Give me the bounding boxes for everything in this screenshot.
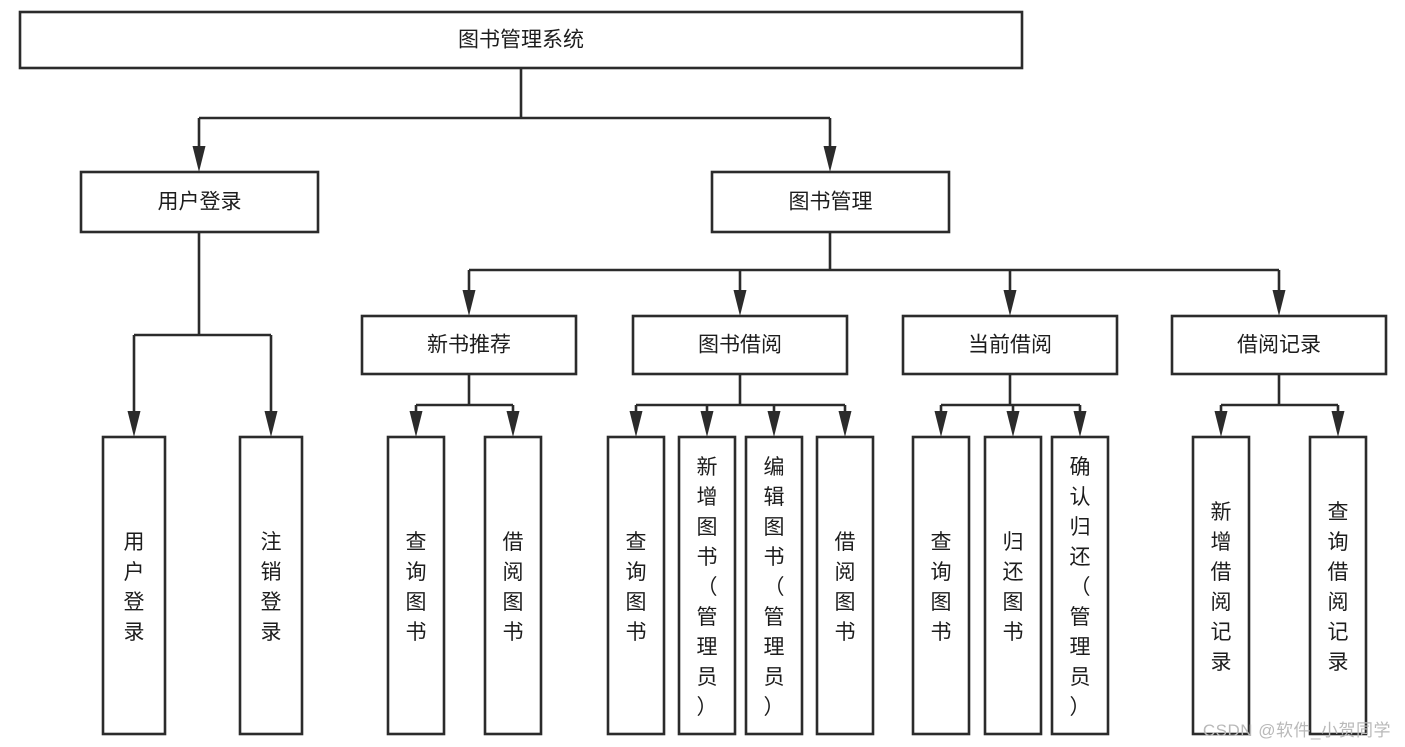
node-label: 查询图书 [406,531,427,644]
node-box [983,435,1043,736]
connector-group [462,232,1286,316]
node-label: 图书管理 [789,191,873,214]
node-leaf-query-book-2[interactable]: 查询图书 [606,435,666,736]
node-box [1050,435,1110,736]
node-leaf-add-book[interactable]: 新增图书（管理员） [677,435,737,736]
arrow-head-icon [767,411,781,437]
node-book-borrow[interactable]: 图书借阅 [631,314,849,376]
connector-layer [127,68,1345,437]
connector-group [409,374,520,437]
connector-group [1214,374,1345,437]
arrow-head-icon [823,146,837,172]
node-label: 图书管理系统 [458,29,584,52]
node-label: 查询图书 [931,531,952,644]
node-leaf-user-login[interactable]: 用户登录 [101,435,167,736]
node-label: 新书推荐 [427,334,511,357]
arrow-head-icon [1006,411,1020,437]
node-leaf-return-book[interactable]: 归还图书 [983,435,1043,736]
node-label: 借阅记录 [1237,334,1321,357]
node-box [677,435,737,736]
node-box [1308,435,1368,736]
node-label: 用户登录 [124,531,145,644]
node-layer: 图书管理系统用户登录图书管理新书推荐图书借阅当前借阅借阅记录用户登录注销登录查询… [18,10,1388,736]
node-label: 查询图书 [626,531,647,644]
node-box [79,170,320,234]
arrow-head-icon [1272,290,1286,316]
arrow-head-icon [1073,411,1087,437]
node-label: 编辑图书（管理员） [764,456,785,719]
arrow-head-icon [127,411,141,437]
node-label: 借阅图书 [835,531,856,644]
node-leaf-edit-book[interactable]: 编辑图书（管理员） [744,435,804,736]
node-box [744,435,804,736]
arrow-head-icon [506,411,520,437]
node-label: 查询借阅记录 [1328,501,1349,674]
node-label: 用户登录 [158,191,242,214]
arrow-head-icon [192,146,206,172]
arrow-head-icon [838,411,852,437]
node-leaf-query-record[interactable]: 查询借阅记录 [1308,435,1368,736]
arrow-head-icon [1214,411,1228,437]
node-box [238,435,304,736]
node-box [101,435,167,736]
arrow-head-icon [629,411,643,437]
node-label: 注销登录 [261,531,282,644]
arrow-head-icon [700,411,714,437]
arrow-head-icon [1003,290,1017,316]
node-label: 归还图书 [1003,531,1024,644]
node-label: 新增图书（管理员） [697,456,718,719]
node-box [606,435,666,736]
node-label: 新增借阅记录 [1211,501,1232,674]
node-box [18,10,1024,70]
connector-group [127,232,278,437]
node-borrow-record[interactable]: 借阅记录 [1170,314,1388,376]
arrow-head-icon [462,290,476,316]
node-book-manage[interactable]: 图书管理 [710,170,951,234]
node-current-borrow[interactable]: 当前借阅 [901,314,1119,376]
node-root[interactable]: 图书管理系统 [18,10,1024,70]
connector-group [192,68,837,172]
node-leaf-logout[interactable]: 注销登录 [238,435,304,736]
node-box [710,170,951,234]
node-box [911,435,971,736]
connector-group [934,374,1087,437]
node-box [1170,314,1388,376]
arrow-head-icon [934,411,948,437]
csdn-watermark: CSDN @软件_小贺同学 [1202,721,1391,740]
node-leaf-query-book-1[interactable]: 查询图书 [386,435,446,736]
node-new-book-recommend[interactable]: 新书推荐 [360,314,578,376]
arrow-head-icon [1331,411,1345,437]
node-box [815,435,875,736]
arrow-head-icon [733,290,747,316]
node-label: 当前借阅 [968,334,1052,357]
node-box [901,314,1119,376]
node-label: 确认归还（管理员） [1070,456,1091,719]
node-box [631,314,849,376]
node-box [1191,435,1251,736]
arrow-head-icon [264,411,278,437]
node-leaf-confirm-return[interactable]: 确认归还（管理员） [1050,435,1110,736]
arrow-head-icon [409,411,423,437]
node-leaf-borrow-book-2[interactable]: 借阅图书 [815,435,875,736]
connector-group [629,374,852,437]
node-box [386,435,446,736]
node-leaf-add-record[interactable]: 新增借阅记录 [1191,435,1251,736]
node-user-login[interactable]: 用户登录 [79,170,320,234]
node-box [483,435,543,736]
node-label: 图书借阅 [698,334,782,357]
node-box [360,314,578,376]
node-leaf-borrow-book-1[interactable]: 借阅图书 [483,435,543,736]
node-label: 借阅图书 [503,531,524,644]
node-leaf-query-book-3[interactable]: 查询图书 [911,435,971,736]
